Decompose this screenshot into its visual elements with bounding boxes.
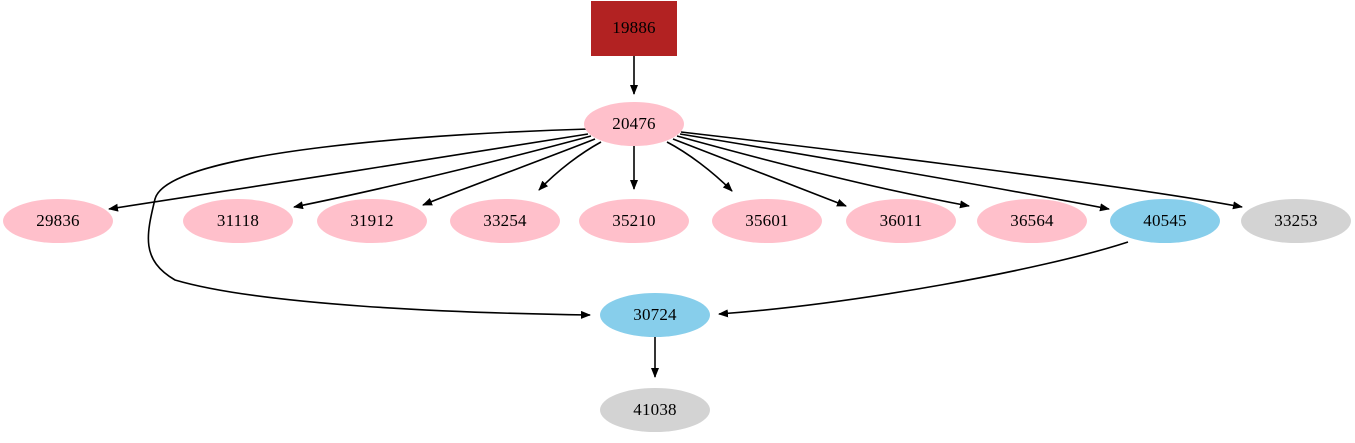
graph-edge xyxy=(538,141,602,191)
graph-node-30724[interactable]: 30724 xyxy=(600,293,710,337)
graph-node-35210[interactable]: 35210 xyxy=(579,199,689,243)
graph-edge xyxy=(666,141,733,192)
graph-node-19886[interactable]: 19886 xyxy=(591,0,677,56)
graph-node-35601[interactable]: 35601 xyxy=(712,199,822,243)
graph-node-label: 29836 xyxy=(36,211,80,230)
graph-edge xyxy=(422,138,596,206)
graph-node-29836[interactable]: 29836 xyxy=(3,199,113,243)
graph-edge xyxy=(108,133,589,212)
graph-node-33254[interactable]: 33254 xyxy=(450,199,560,243)
edge-group xyxy=(108,55,1243,378)
graph-edge xyxy=(718,241,1129,318)
graph-node-label: 33253 xyxy=(1274,211,1318,230)
graph-node-label: 19886 xyxy=(612,18,656,37)
graph-node-label: 41038 xyxy=(633,400,677,419)
graph-edge xyxy=(679,133,1110,212)
graph-edge xyxy=(672,138,847,207)
graph-node-label: 33254 xyxy=(483,211,527,230)
graph-node-label: 35210 xyxy=(612,211,656,230)
graph-edge xyxy=(147,128,591,319)
graph-node-label: 36011 xyxy=(879,211,923,230)
graph-node-label: 31912 xyxy=(350,211,394,230)
graph-node-31912[interactable]: 31912 xyxy=(317,199,427,243)
graph-node-label: 31118 xyxy=(216,211,260,230)
graph-node-label: 35601 xyxy=(745,211,789,230)
graph-node-label: 36564 xyxy=(1010,211,1054,230)
graph-node-36011[interactable]: 36011 xyxy=(846,199,956,243)
graph-node-36564[interactable]: 36564 xyxy=(977,199,1087,243)
graph-node-41038[interactable]: 41038 xyxy=(600,388,710,432)
graph-edge xyxy=(680,131,1243,210)
graph-node-label: 30724 xyxy=(633,305,677,324)
graph-edge xyxy=(676,135,970,209)
graph-node-label: 40545 xyxy=(1143,211,1187,230)
graph-node-20476[interactable]: 20476 xyxy=(584,102,684,146)
graph-node-label: 20476 xyxy=(612,114,656,133)
graph-node-31118[interactable]: 31118 xyxy=(183,199,293,243)
graph-node-33253[interactable]: 33253 xyxy=(1241,199,1351,243)
graph-edge xyxy=(293,135,592,210)
graph-node-40545[interactable]: 40545 xyxy=(1110,199,1220,243)
